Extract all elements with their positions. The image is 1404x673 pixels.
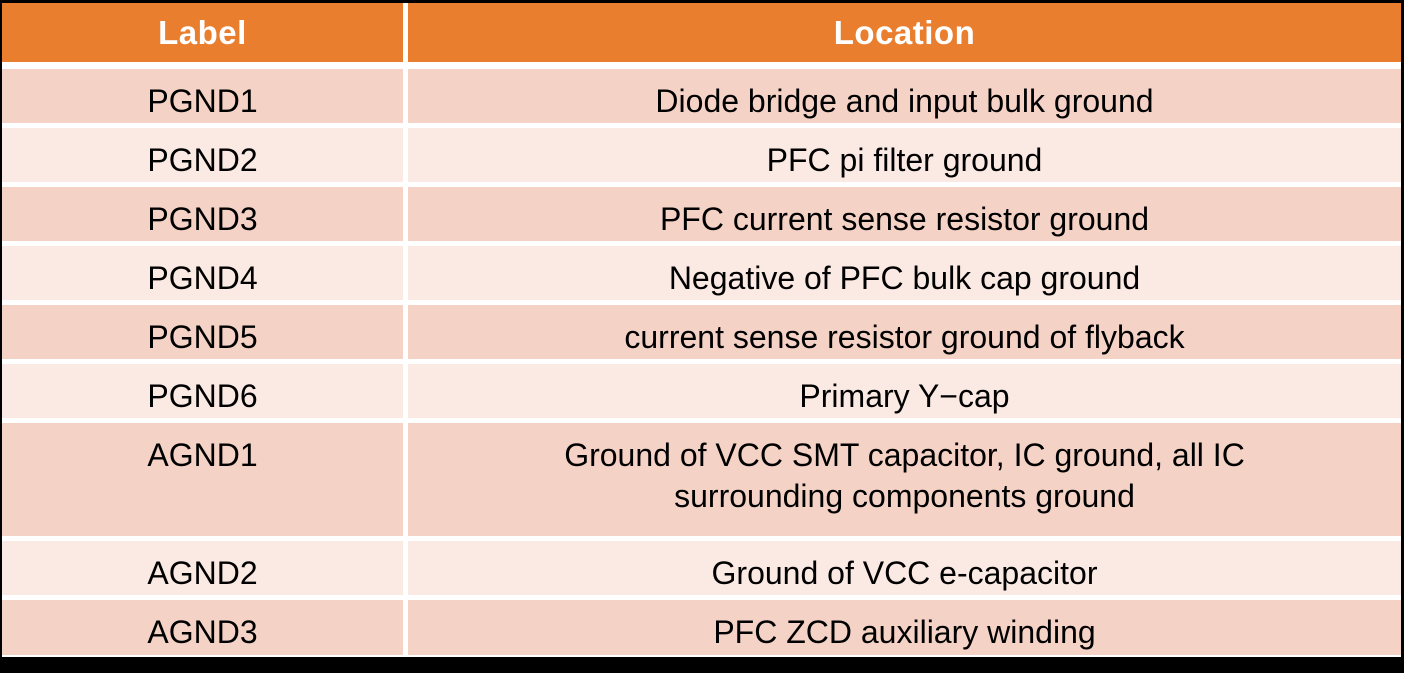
label-cell: AGND1: [2, 418, 403, 536]
table-row: PGND2 PFC pi filter ground: [2, 123, 1401, 182]
ground-locations-table: Label Location PGND1 Diode bridge and in…: [2, 3, 1401, 657]
label-cell: PGND4: [2, 241, 403, 300]
location-cell: PFC pi filter ground: [403, 123, 1401, 182]
label-cell: PGND5: [2, 300, 403, 359]
location-cell: Ground of VCC e-capacitor: [403, 536, 1401, 595]
location-cell: Ground of VCC SMT capacitor, IC ground, …: [403, 418, 1401, 536]
label-cell: PGND6: [2, 359, 403, 418]
location-cell: Primary Y−cap: [403, 359, 1401, 418]
table-row: PGND4 Negative of PFC bulk cap ground: [2, 241, 1401, 300]
table-row: AGND3 PFC ZCD auxiliary winding: [2, 595, 1401, 657]
location-cell: PFC ZCD auxiliary winding: [403, 595, 1401, 657]
label-column-header: Label: [2, 3, 403, 62]
label-cell: PGND1: [2, 62, 403, 123]
label-cell: AGND2: [2, 536, 403, 595]
table-row: AGND1 Ground of VCC SMT capacitor, IC gr…: [2, 418, 1401, 536]
table-row: PGND5 current sense resistor ground of f…: [2, 300, 1401, 359]
location-cell: Negative of PFC bulk cap ground: [403, 241, 1401, 300]
label-cell: PGND2: [2, 123, 403, 182]
table-row: PGND1 Diode bridge and input bulk ground: [2, 62, 1401, 123]
table-row: AGND2 Ground of VCC e-capacitor: [2, 536, 1401, 595]
table-row: PGND3 PFC current sense resistor ground: [2, 182, 1401, 241]
label-cell: AGND3: [2, 595, 403, 657]
header-row: Label Location: [2, 3, 1401, 62]
location-cell: current sense resistor ground of flyback: [403, 300, 1401, 359]
location-cell: PFC current sense resistor ground: [403, 182, 1401, 241]
location-column-header: Location: [403, 3, 1401, 62]
label-cell: PGND3: [2, 182, 403, 241]
location-cell: Diode bridge and input bulk ground: [403, 62, 1401, 123]
table-row: PGND6 Primary Y−cap: [2, 359, 1401, 418]
